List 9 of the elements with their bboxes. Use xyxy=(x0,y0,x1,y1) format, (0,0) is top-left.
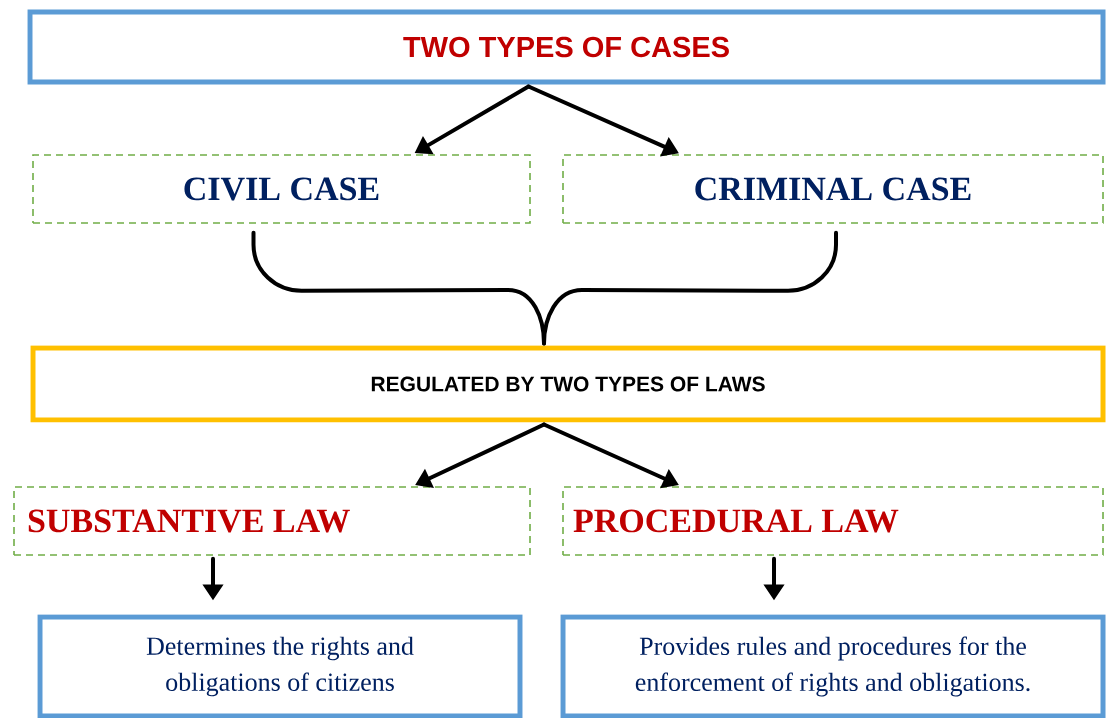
description-box: Provides rules and procedures for the enforcement of rights and obligations. xyxy=(560,614,1106,718)
law-box: PROCEDURAL LAW xyxy=(562,486,1104,556)
heading-box: TWO TYPES OF CASES xyxy=(27,9,1106,85)
law-box: SUBSTANTIVE LAW xyxy=(13,486,531,556)
case-box: CRIMINAL CASE xyxy=(562,154,1104,224)
heading-box: REGULATED BY TWO TYPES OF LAWS xyxy=(30,345,1106,423)
brace-line xyxy=(542,230,838,346)
case-box: CIVIL CASE xyxy=(32,154,531,224)
description-box: Determines the rights and obligations of citizens xyxy=(37,614,523,718)
